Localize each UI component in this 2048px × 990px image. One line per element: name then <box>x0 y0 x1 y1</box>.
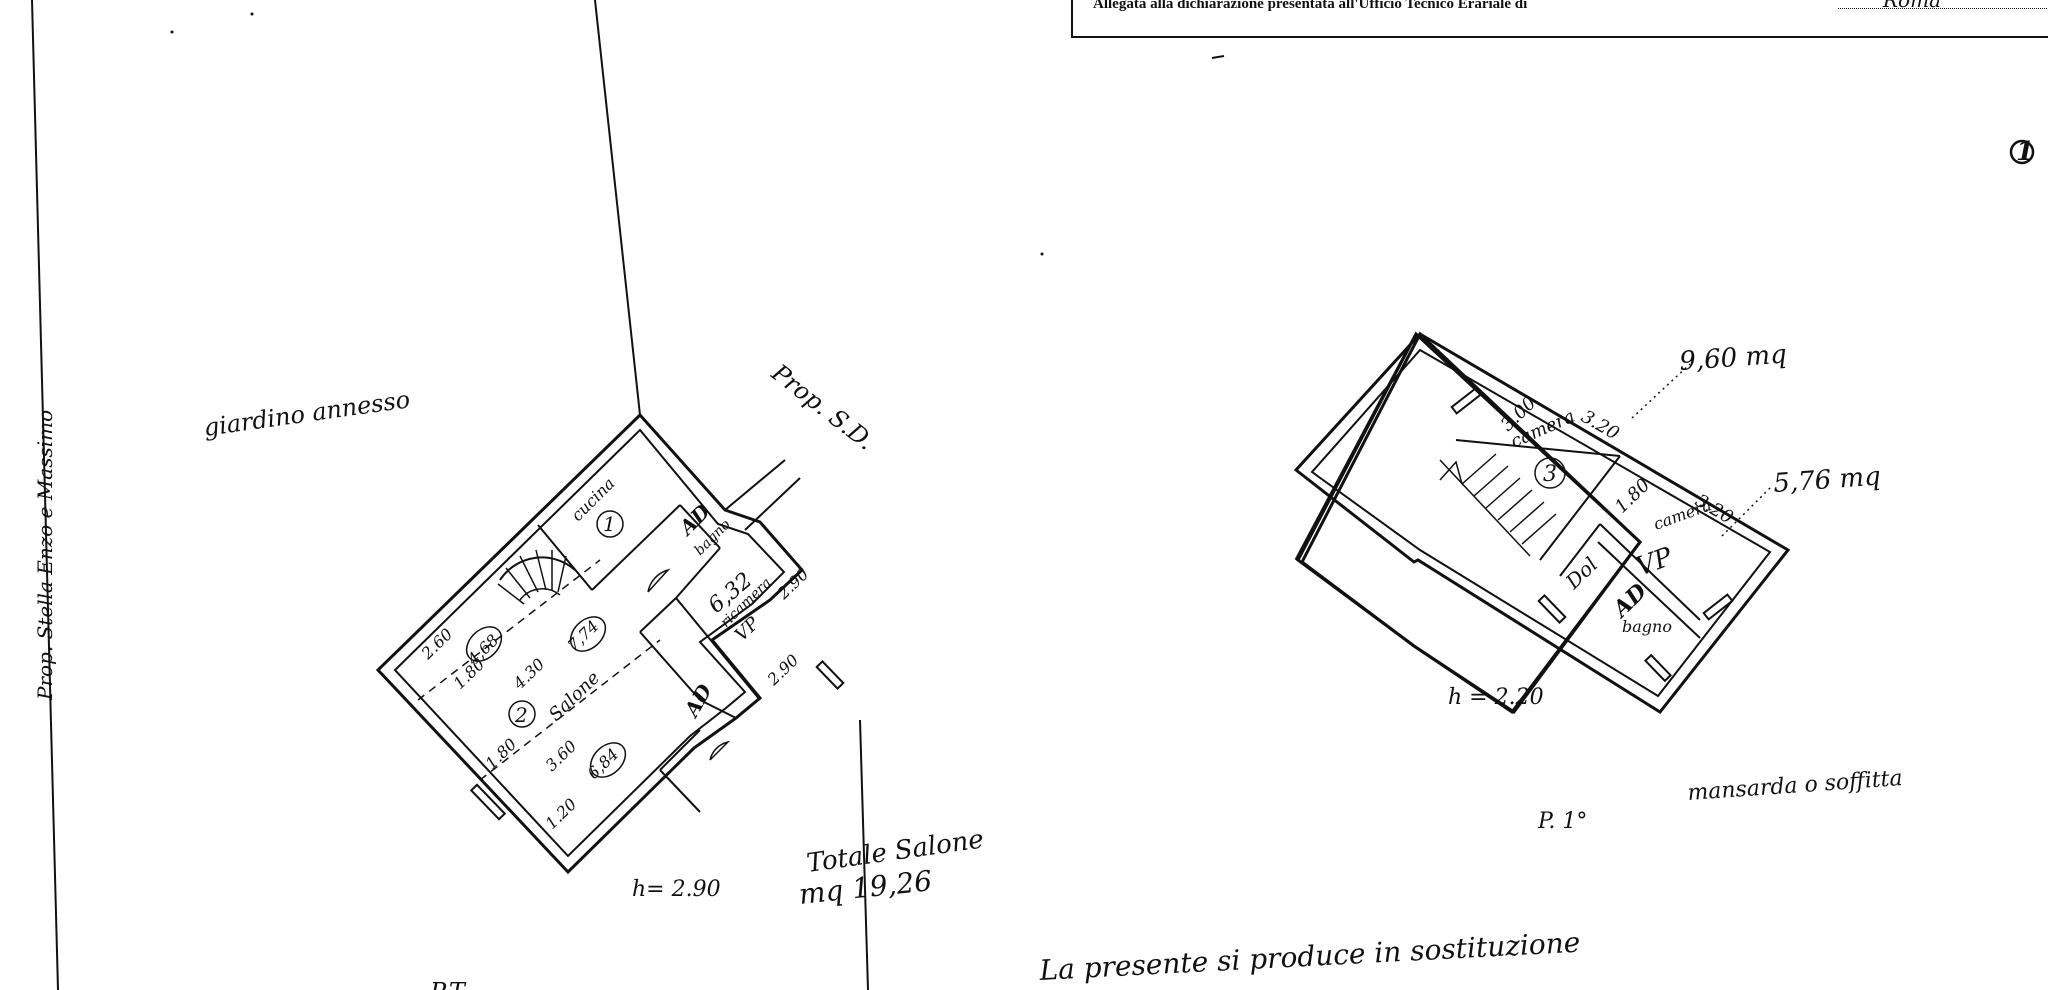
area-b: 7,74 <box>564 616 603 654</box>
window <box>1702 593 1734 621</box>
dim-e: 1.80 <box>482 734 521 772</box>
upper-hall-code: Dol <box>1560 552 1602 594</box>
paper-speck <box>170 30 174 34</box>
straight-staircase <box>1439 453 1557 557</box>
ground-floor-label: P.T. <box>429 978 469 990</box>
partition <box>639 631 701 701</box>
upper-r4-dim-2: 3.20 <box>1692 490 1737 528</box>
window <box>469 783 507 821</box>
upper-note-area-1: 9,60 mq <box>1678 340 1787 377</box>
partition <box>639 597 677 633</box>
area-b-circle <box>569 616 607 652</box>
area-c-circle <box>589 742 627 778</box>
upper-outer-wall <box>1294 331 1643 715</box>
room-name-salone: Salone <box>545 667 604 725</box>
paper-speck <box>1040 252 1044 256</box>
partition <box>679 504 721 549</box>
header-text: Allegata alla dichiarazione presentata a… <box>1093 0 1528 12</box>
room-number-2-circle <box>508 700 536 728</box>
paper-speck <box>1211 55 1225 59</box>
leader-line <box>1631 363 1691 419</box>
wc-dim-2: 2.90 <box>763 650 803 689</box>
ground-outer-wall <box>375 412 805 875</box>
sheet-number-circle <box>2009 139 2035 165</box>
upper-room-number-3-circle <box>1534 457 1566 489</box>
wc-dim: 2.90 <box>773 564 813 603</box>
window <box>1537 594 1567 624</box>
dim-d: 3.60 <box>542 736 581 774</box>
lower-boundary-line <box>859 719 869 990</box>
ground-height: h= 2.90 <box>632 877 721 902</box>
partition <box>1597 541 1701 639</box>
upper-r4-vp: VP <box>1632 542 1677 583</box>
partition <box>1455 439 1621 457</box>
room-number-1-circle <box>596 510 624 538</box>
upper-floor-label: P. 1° <box>1537 809 1587 834</box>
upper-outer-wall-2 <box>1300 331 1642 715</box>
paper-speck <box>250 12 254 16</box>
prop-sd-label: Prop. S.D. <box>766 358 880 456</box>
partition <box>591 504 681 591</box>
dashed-division <box>479 639 661 781</box>
upper-note-area-2: 5,76 mq <box>1772 462 1881 499</box>
garden-label: giardino annesso <box>202 385 412 442</box>
dashed-division <box>417 559 601 701</box>
upper-floor-plan <box>1293 331 1791 715</box>
window <box>1643 653 1673 683</box>
partition <box>675 547 721 599</box>
left-boundary-line <box>31 0 59 990</box>
upper-outline <box>1293 332 1791 714</box>
partition <box>675 597 761 701</box>
side-note: Prop. Stella Enzo e Massimo <box>33 410 57 701</box>
door-arc <box>647 568 671 593</box>
upper-room-number-3: 3 <box>1543 462 1557 487</box>
closet-code: AD <box>679 679 718 722</box>
ground-inner-wall <box>393 428 786 858</box>
partition <box>1539 455 1621 561</box>
partition <box>1559 523 1601 577</box>
room-number-1: 1 <box>603 512 616 536</box>
ground-floor-plan <box>375 412 845 875</box>
dim-a: 2.60 <box>417 624 457 663</box>
upper-boundary-line <box>594 0 641 416</box>
area-a-circle <box>465 626 503 662</box>
partition <box>659 729 701 771</box>
partition <box>699 699 737 719</box>
partition <box>1599 523 1701 621</box>
window <box>1450 387 1482 415</box>
room-number-2: 2 <box>514 703 528 727</box>
header-box: Allegata alla dichiarazione presentata a… <box>1071 0 2048 38</box>
dim-c: 4.30 <box>509 654 549 693</box>
upper-bagno-name: bagno <box>1622 617 1672 636</box>
window <box>815 660 845 690</box>
partition <box>659 769 701 813</box>
header-dotted-line <box>1838 8 2048 9</box>
header-city: Roma <box>1883 0 1941 12</box>
upper-inner-outline <box>1310 348 1772 698</box>
dim-f: 1.20 <box>542 794 581 832</box>
attic-label: mansarda o soffitta <box>1687 766 1904 806</box>
stair-corridor-line-a <box>724 459 786 511</box>
door-arc <box>709 740 731 761</box>
upper-height: h = 2.20 <box>1448 685 1544 710</box>
bottom-note: La presente si produce in sostituzione <box>1038 926 1581 987</box>
spiral-staircase <box>497 549 576 605</box>
